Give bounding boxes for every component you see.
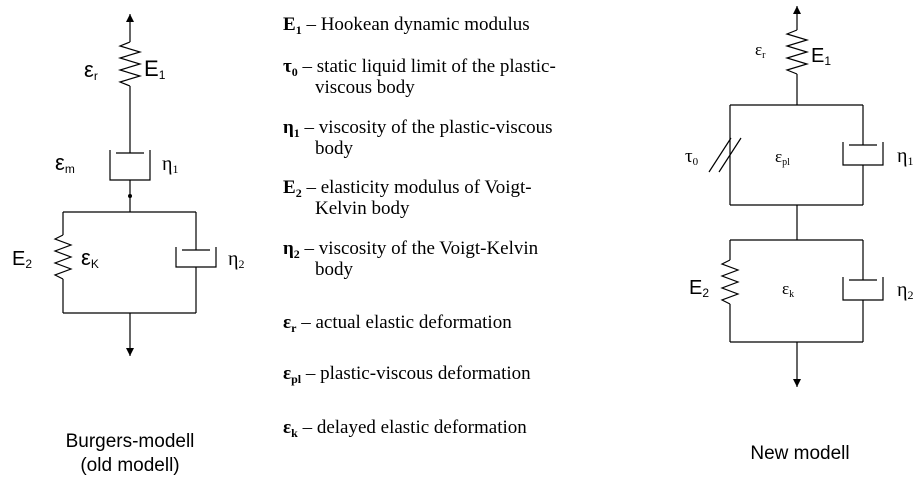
bottom-arrow-icon bbox=[126, 348, 134, 356]
label-eta2: η2 bbox=[228, 248, 244, 271]
label-e2: E2 bbox=[12, 248, 32, 271]
old-model-caption-line2: (old modell) bbox=[80, 455, 180, 476]
legend-item-eps-pl: εpl – plastic-viscous deformation bbox=[283, 363, 531, 387]
burgers-model-diagram: εr E1 εm η1 E2 εK η2 bbox=[12, 14, 244, 356]
legend-item-e2: E2 – elasticity modulus of Voigt-Kelvin … bbox=[283, 177, 532, 219]
spring-e2 bbox=[720, 259, 740, 305]
old-model-caption-line1: Burgers-modell bbox=[65, 431, 195, 452]
label-eps-k: εk bbox=[782, 279, 794, 300]
label-e1: E1 bbox=[811, 45, 831, 68]
symbol-legend: E1 – Hookean dynamic modulus τ0 – static… bbox=[283, 0, 675, 491]
dashpot-eta1-cup bbox=[109, 150, 151, 181]
label-e2: E2 bbox=[689, 277, 709, 300]
label-tau0: τ0 bbox=[685, 146, 699, 168]
label-eps-m: εm bbox=[55, 150, 75, 176]
legend-item-e1: E1 – Hookean dynamic modulus bbox=[283, 14, 530, 38]
new-model-diagram: εr E1 τ0 εpl η1 E2 εk η2 bbox=[685, 6, 913, 387]
new-model-caption: New modell bbox=[750, 443, 850, 464]
spring-e1 bbox=[117, 41, 143, 87]
label-eps-r: εr bbox=[755, 40, 766, 61]
label-eta1: η1 bbox=[162, 153, 178, 176]
top-arrow-icon bbox=[126, 14, 134, 22]
friction-slash-2 bbox=[718, 137, 742, 173]
label-eps-k: εK bbox=[81, 245, 99, 271]
label-eta1: η1 bbox=[897, 145, 913, 168]
label-eps-r: εr bbox=[84, 57, 98, 83]
friction-slash-1 bbox=[708, 137, 732, 173]
spring-e1 bbox=[784, 29, 810, 75]
label-eps-pl: εpl bbox=[775, 147, 790, 168]
label-eta2: η2 bbox=[897, 279, 913, 302]
top-arrow-icon bbox=[793, 6, 801, 14]
legend-item-eps-k: εk – delayed elastic deformation bbox=[283, 417, 527, 441]
node-dot bbox=[128, 194, 132, 198]
old-model-caption: Burgers-modell (old modell) bbox=[20, 430, 240, 478]
label-e1: E1 bbox=[144, 56, 166, 82]
legend-item-eps-r: εr – actual elastic deformation bbox=[283, 312, 512, 336]
bottom-arrow-icon bbox=[793, 379, 801, 387]
legend-item-tau0: τ0 – static liquid limit of the plastic-… bbox=[283, 56, 556, 98]
spring-e2 bbox=[53, 234, 73, 280]
